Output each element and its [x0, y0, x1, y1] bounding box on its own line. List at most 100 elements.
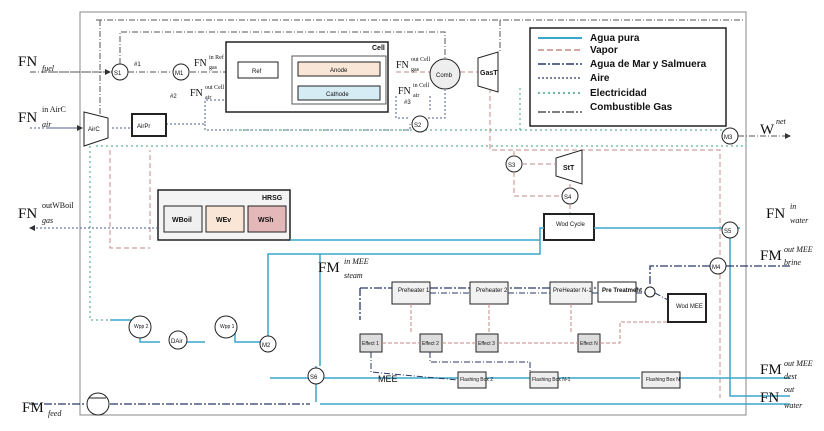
s4-label: S4 — [564, 195, 572, 201]
legend-combustible: Combustible Gas — [590, 102, 673, 113]
svg-text:FM: FM — [318, 260, 340, 276]
label-fm-brine: FM out MEE brine — [760, 245, 813, 267]
svg-text:FN: FN — [18, 54, 37, 70]
m1-node — [172, 63, 190, 81]
label-fn-water-out: FN out water — [760, 385, 803, 410]
airpr-label: AirPr — [137, 124, 150, 130]
effectn-label: Effect N — [580, 341, 598, 347]
mee-pump — [644, 286, 656, 298]
gast-block — [477, 51, 499, 93]
fn-air-cell-label: FN out Cell air — [190, 85, 224, 101]
cathode-block — [297, 85, 381, 101]
svg-text:in Cell: in Cell — [413, 83, 429, 89]
wod-cycle-label: Wod Cycle — [556, 222, 586, 228]
effect1-label: Effect 1 — [362, 341, 379, 347]
stream-2-label: #2 — [170, 94, 177, 100]
s1-node — [111, 63, 129, 81]
ref-label: Ref — [252, 69, 262, 75]
anode-block — [297, 61, 381, 77]
s5-node — [721, 221, 739, 239]
mee-label: MEE — [378, 374, 398, 384]
wev-block — [205, 205, 245, 233]
flash2-label: Flashing Box 2 — [460, 377, 493, 383]
electricity-lines — [89, 88, 747, 321]
s3-label: S3 — [508, 163, 516, 169]
svg-text:FN: FN — [190, 88, 203, 99]
ref-block — [237, 61, 279, 79]
airpr-block — [131, 113, 167, 137]
legend-agua-pura: Agua pura — [590, 33, 640, 44]
svg-text:FN: FN — [398, 86, 411, 97]
label-fn-air: FN in AirC air — [18, 105, 66, 129]
s5-label: S5 — [724, 229, 732, 235]
fn-gas-cell-label: FN out Cell gas — [396, 57, 430, 73]
flashn1-block — [529, 371, 559, 389]
svg-text:FM: FM — [760, 362, 782, 378]
legend-vapor: Vapor — [590, 45, 618, 56]
label-fn-water-in: FN in water — [766, 202, 809, 225]
svg-text:out: out — [784, 385, 795, 394]
legend: Agua pura Vapor Agua de Mar y Salmuera A… — [529, 27, 727, 127]
svg-text:FN: FN — [766, 206, 785, 222]
legend-electricidad: Electricidad — [590, 88, 647, 99]
svg-text:brine: brine — [784, 258, 801, 267]
flashn-label: Flashing Box N — [646, 377, 680, 383]
wboil-block — [163, 205, 203, 233]
svg-text:FN: FN — [18, 206, 37, 222]
svg-text:fuel: fuel — [42, 64, 55, 73]
anode-label: Anode — [330, 68, 348, 74]
label-fm-steam: FM in MEE steam — [318, 257, 369, 280]
m1-label: M1 — [175, 71, 184, 77]
svg-text:feed: feed — [48, 409, 62, 418]
wboil-label: WBoil — [172, 217, 192, 224]
label-fm-feed: FM feed — [22, 400, 62, 418]
svg-text:dest: dest — [784, 372, 798, 381]
cell-label: Cell — [372, 45, 385, 52]
feed-pump-icon — [86, 392, 110, 416]
svg-text:in Ref: in Ref — [209, 54, 224, 61]
system-boundary — [79, 11, 747, 416]
svg-text:out Cell: out Cell — [411, 57, 430, 63]
dair-label: DAir — [171, 339, 183, 345]
fn-ref-label: FN in Ref gas — [194, 54, 224, 71]
preheater1-label: Preheater 1 — [398, 288, 430, 294]
svg-text:water: water — [790, 216, 809, 225]
m4-label: M4 — [712, 265, 721, 271]
hrsg-label: HRSG — [262, 195, 283, 202]
svg-text:out MEE: out MEE — [784, 359, 813, 368]
svg-text:FN: FN — [194, 58, 207, 69]
wsh-label: WSh — [258, 217, 274, 224]
svg-text:W: W — [760, 122, 775, 138]
stt-label: StT — [563, 165, 575, 172]
preheater2-label: Preheater 2 — [476, 288, 508, 294]
svg-text:steam: steam — [344, 271, 363, 280]
svg-text:FM: FM — [760, 248, 782, 264]
label-fm-dest: FM out MEE dest — [760, 359, 813, 381]
wpp2-label: Wpp 2 — [134, 324, 149, 330]
s6-node — [307, 367, 325, 385]
pretreatment-label: Pre Treatment — [602, 288, 642, 294]
svg-text:air: air — [42, 120, 52, 129]
svg-text:gas: gas — [209, 65, 218, 71]
stack-frame — [291, 55, 387, 105]
preheatern-label: PreHeater N-1 — [553, 288, 592, 294]
mee-section: Preheater 1 Preheater 2 PreHeater N-1 Pr… — [359, 281, 707, 389]
svg-text:FN: FN — [396, 60, 409, 71]
m3-label: M3 — [724, 135, 733, 141]
svg-text:outWBoil: outWBoil — [42, 201, 74, 210]
svg-text:gas: gas — [42, 216, 53, 225]
svg-text:in AirC: in AirC — [42, 105, 66, 114]
effect3-label: Effect 3 — [478, 341, 495, 347]
wpp1-pump — [214, 315, 238, 339]
comb-label: Comb — [436, 73, 453, 79]
wpp1-label: Wpp 1 — [220, 324, 235, 330]
comb-block — [429, 58, 461, 90]
legend-agua-mar: Agua de Mar y Salmuera — [590, 59, 707, 70]
m2-node — [259, 335, 277, 353]
pretreatment-block — [597, 281, 637, 303]
s2-label: S2 — [414, 123, 422, 129]
label-w-net: W net — [760, 117, 787, 138]
wod-cycle-block — [543, 213, 595, 241]
wsh-block — [247, 205, 287, 233]
